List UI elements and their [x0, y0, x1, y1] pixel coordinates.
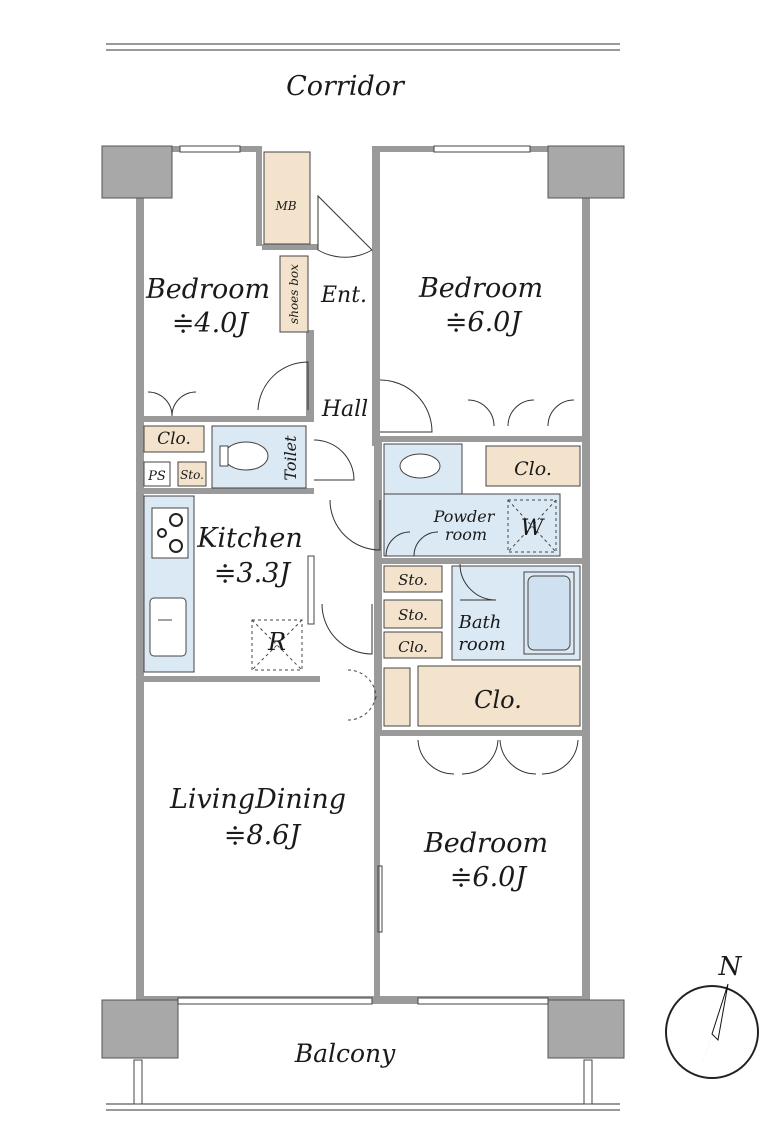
bath-room-line2: room: [458, 634, 505, 655]
appliance-spaces: [251, 499, 557, 671]
ps-label: PS: [147, 469, 166, 484]
shoes-box-label: shoes box: [287, 264, 301, 324]
living-size: ≑8.6J: [224, 820, 303, 851]
clo-nw-label: Clo.: [157, 429, 191, 449]
bedroom-nw-size: ≑4.0J: [172, 308, 251, 339]
kitchen-name: Kitchen: [196, 523, 303, 554]
powder-room-line2: room: [445, 525, 487, 544]
fridge-label: R: [267, 628, 286, 656]
bedroom-se-name: Bedroom: [423, 828, 548, 859]
clo-bath-label: Clo.: [398, 638, 428, 656]
corridor-label: Corridor: [286, 71, 406, 102]
bedroom-se-size: ≑6.0J: [450, 862, 529, 893]
bath-room-line1: Bath: [458, 612, 502, 633]
stove-icon: [151, 507, 189, 559]
balcony-edge: [106, 1059, 620, 1111]
toilet-fixture-icon: [219, 441, 269, 471]
north-arrow-icon: [665, 983, 759, 1079]
toilet-label: Toilet: [281, 435, 300, 481]
sto-nw-label: Sto.: [180, 468, 204, 482]
living-name: LivingDining: [169, 784, 346, 815]
column-ne: [547, 145, 625, 199]
bedroom-nw-name: Bedroom: [145, 274, 270, 305]
doors: [147, 194, 579, 933]
north-label: N: [718, 952, 743, 982]
column-nw: [101, 145, 173, 199]
bedroom-ne-name: Bedroom: [418, 273, 543, 304]
washer-label: W: [521, 516, 546, 541]
hall-label: Hall: [321, 397, 368, 422]
kitchen-size: ≑3.3J: [214, 558, 293, 589]
interior-walls: [136, 330, 584, 996]
mb-label: MB: [274, 199, 296, 213]
balcony-label: Balcony: [294, 1039, 396, 1068]
washbasin-icon: [399, 453, 441, 479]
clo-se-label: Clo.: [474, 686, 522, 714]
entrance-label: Ent.: [320, 283, 367, 308]
column-se: [547, 999, 625, 1059]
windows: [177, 145, 549, 1005]
sto-bath-label-1: Sto.: [398, 571, 428, 589]
closets: [143, 151, 581, 727]
bathtub-icon: [527, 575, 571, 651]
corridor-edge: [106, 43, 620, 51]
clo-ne-label: Clo.: [514, 458, 552, 480]
sink-icon: [149, 597, 187, 657]
column-sw: [101, 999, 179, 1059]
powder-room-line1: Powder: [433, 507, 496, 526]
bedroom-ne-size: ≑6.0J: [445, 307, 524, 338]
sto-bath-label-2: Sto.: [398, 606, 428, 624]
